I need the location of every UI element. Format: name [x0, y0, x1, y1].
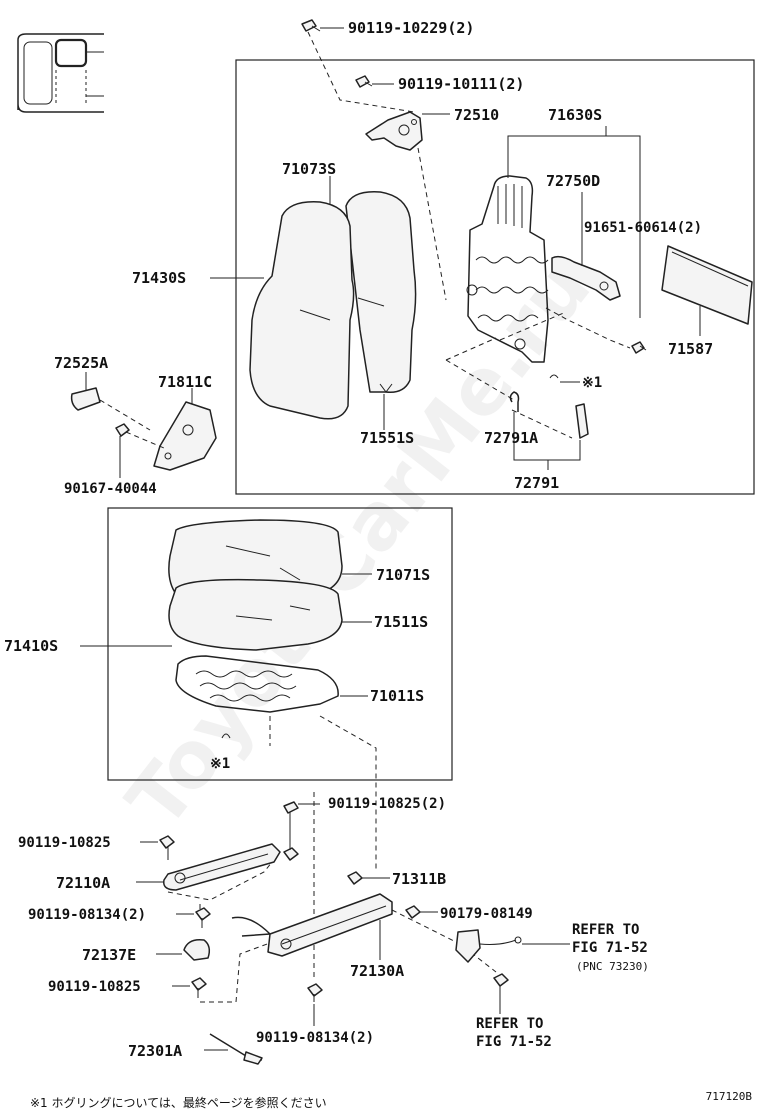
seatback-frame-71630S	[466, 175, 549, 363]
label-72110A: 72110A	[56, 874, 110, 892]
label-90119-10825-a: 90119-10825	[18, 835, 111, 851]
seat-track-72130A	[231, 893, 393, 957]
bolt-90119-10825-lower	[191, 977, 207, 998]
label-71630S: 71630S	[548, 106, 602, 124]
nut-90179-08149	[405, 905, 421, 919]
label-90119-08134-2a: 90119-08134(2)	[28, 907, 146, 923]
label-90179-08149: 90179-08149	[440, 906, 533, 922]
label-72791A: 72791A	[484, 429, 538, 447]
label-fig-71-52-1: FIG 71-52	[572, 940, 648, 956]
cushion-frame-71011S	[175, 655, 339, 713]
label-90119-10229: 90119-10229(2)	[348, 19, 474, 37]
label-refer-to-1: REFER TO	[572, 922, 639, 938]
label-72510: 72510	[454, 106, 499, 124]
bolt-91651-60614	[631, 341, 647, 354]
label-ref1-mid: ※1	[210, 756, 230, 772]
label-72130A: 72130A	[350, 962, 404, 980]
label-90119-10825-b: 90119-10825	[48, 979, 141, 995]
recliner-lever-72750D	[551, 255, 621, 301]
label-71430S: 71430S	[132, 269, 186, 287]
label-72301A: 72301A	[128, 1042, 182, 1060]
label-71071S: 71071S	[376, 566, 430, 584]
cushion-assembly-frame	[107, 507, 453, 781]
label-90119-10111: 90119-10111(2)	[398, 75, 524, 93]
label-90167-40044: 90167-40044	[64, 481, 157, 497]
nut-lower-buckle	[493, 973, 509, 987]
label-fig-71-52-2: FIG 71-52	[476, 1034, 552, 1050]
bracket-72510	[365, 111, 423, 151]
seat-belt-buckle	[455, 929, 522, 963]
label-72525A: 72525A	[54, 354, 108, 372]
figure-id: 717120B	[706, 1090, 753, 1103]
cushion-pad-71511S	[168, 578, 343, 651]
bolt-90119-10825-top	[283, 801, 299, 861]
label-71551S: 71551S	[360, 429, 414, 447]
bolt-90119-08134-left	[195, 907, 211, 928]
hinge-cover-71811C	[153, 401, 217, 471]
label-71511S: 71511S	[374, 613, 428, 631]
bolt-90119-10111	[355, 75, 373, 88]
bolt-90119-10229	[301, 19, 321, 32]
label-72750D: 72750D	[546, 172, 600, 190]
label-refer-to-2: REFER TO	[476, 1016, 543, 1032]
label-72137E: 72137E	[82, 946, 136, 964]
label-71073S: 71073S	[282, 160, 336, 178]
nut-71311B	[347, 871, 363, 885]
label-91651-60614: 91651-60614(2)	[584, 220, 702, 236]
seatback-assembly-frame	[235, 59, 755, 495]
bolt-90119-10825-left	[159, 835, 175, 860]
label-90119-08134-2b: 90119-08134(2)	[256, 1030, 374, 1046]
label-90119-10825-2: 90119-10825(2)	[328, 796, 446, 812]
label-ref1-top: ※1	[582, 375, 602, 391]
label-pnc-73230: (PNC 73230)	[576, 960, 649, 973]
bolt-90119-08134-lower	[307, 983, 323, 1002]
screw-90167-40044	[115, 423, 130, 437]
label-71587: 71587	[668, 340, 713, 358]
label-71811C: 71811C	[158, 373, 212, 391]
seat-track-72110A	[163, 843, 281, 891]
cover-72137E	[183, 938, 211, 961]
label-71410S: 71410S	[4, 637, 58, 655]
cover-72525A	[70, 387, 101, 411]
label-71311B: 71311B	[392, 870, 446, 888]
footnote: ※1 ホグリングについては、最終ページを参照ください	[30, 1095, 327, 1110]
hog-ring-ref-top	[549, 374, 559, 379]
seatback-cover-71073S	[249, 191, 417, 420]
board-71587	[661, 245, 753, 325]
hog-ring-ref-mid	[221, 733, 231, 739]
label-71011S: 71011S	[370, 687, 424, 705]
label-72791: 72791	[514, 474, 559, 492]
release-lever-72301A	[209, 1033, 263, 1065]
seat-location-icon	[17, 33, 104, 113]
